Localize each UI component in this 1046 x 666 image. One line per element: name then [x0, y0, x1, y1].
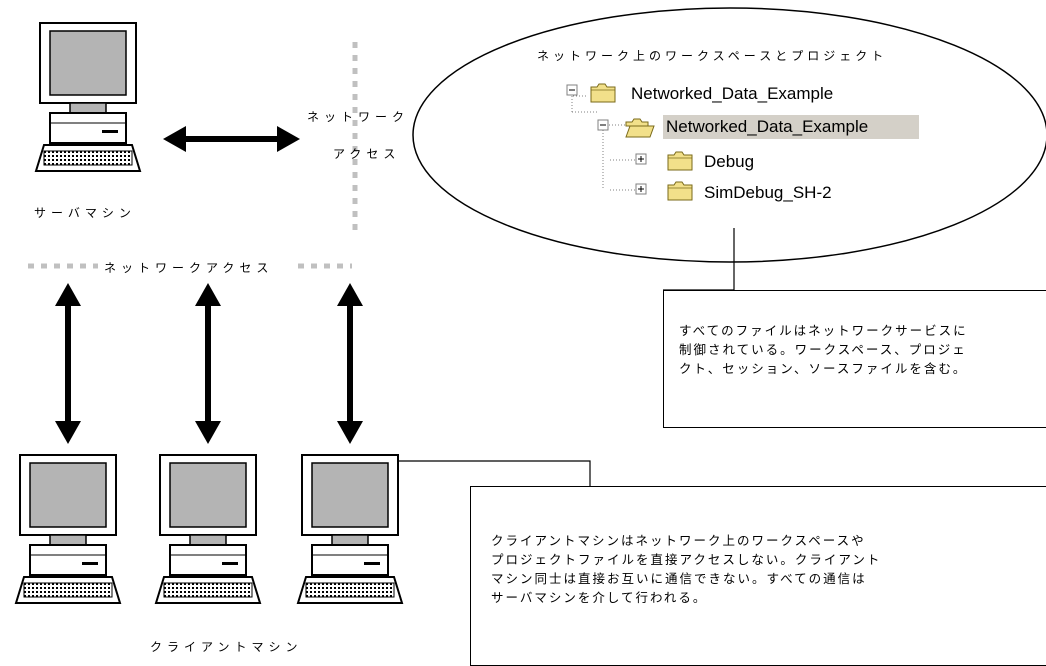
client-arrow-3: [337, 283, 363, 444]
simdebug-folder-icon: [667, 181, 693, 201]
network-access-label-line1: ネットワーク: [307, 110, 410, 124]
simdebug-expand-icon[interactable]: [635, 183, 647, 195]
server-note-box: すべてのファイルはネットワークサービスに 制御されている。ワークスペース、プロジ…: [663, 290, 1046, 428]
tree-config-simdebug-label[interactable]: SimDebug_SH-2: [704, 183, 832, 202]
client-note-line-1: クライアントマシンはネットワーク上のワークスペースや: [491, 533, 866, 548]
client-machine-2-icon: [155, 454, 261, 604]
server-note-line-2: 制御されている。ワークスペース、プロジェ: [679, 342, 967, 357]
client-note-line-2: プロジェクトファイルを直接アクセスしない。クライアント: [491, 552, 882, 567]
workspace-folder-icon: [590, 83, 616, 103]
client-machine-1-icon: [15, 454, 121, 604]
client-machine-3-icon: [297, 454, 403, 604]
workspace-collapse-icon[interactable]: [566, 84, 578, 96]
server-machine-label: サーバマシン: [34, 206, 136, 220]
debug-expand-icon[interactable]: [635, 153, 647, 165]
network-access-horizontal-label: ネットワークアクセス: [104, 261, 274, 275]
tree-workspace-label[interactable]: Networked_Data_Example: [631, 84, 834, 103]
client-machines-label: クライアントマシン: [150, 640, 303, 654]
client-note-line-4: サーバマシンを介して行われる。: [491, 590, 708, 605]
server-note-line-1: すべてのファイルはネットワークサービスに: [679, 323, 968, 338]
client-note-box: クライアントマシンはネットワーク上のワークスペースや プロジェクトファイルを直接…: [470, 486, 1046, 666]
server-network-arrow: [163, 126, 300, 152]
client-note-callout: [398, 460, 591, 486]
tree-project-label[interactable]: Networked_Data_Example: [666, 117, 869, 136]
client-note-line-3: マシン同士は直接お互いに通信できない。すべての通信は: [491, 571, 867, 586]
network-access-label-line2: アクセス: [333, 147, 401, 161]
tree-config-debug-label[interactable]: Debug: [704, 152, 755, 171]
ellipse-title: ネットワーク上のワークスペースとプロジェクト: [537, 49, 888, 63]
project-selection-highlight: [663, 115, 919, 139]
debug-folder-icon: [667, 151, 693, 171]
project-collapse-icon[interactable]: [597, 119, 609, 131]
tree-connectors: [571, 95, 638, 191]
server-note-line-3: クト、セッション、ソースファイルを含む。: [679, 361, 968, 376]
server-machine-icon: [35, 22, 141, 172]
client-arrow-1: [55, 283, 81, 444]
client-arrow-2: [195, 283, 221, 444]
